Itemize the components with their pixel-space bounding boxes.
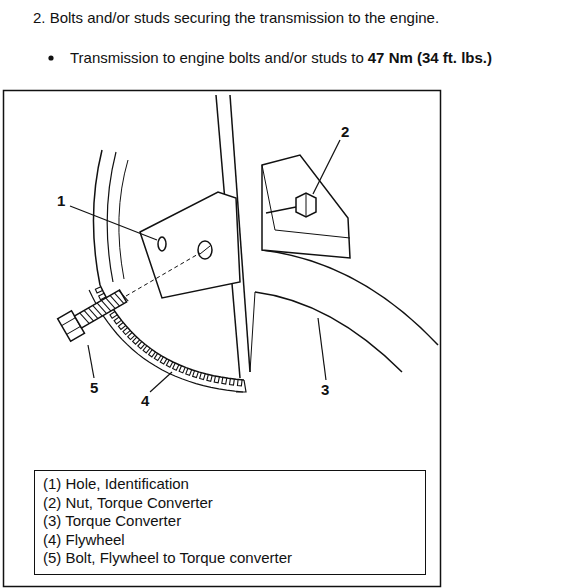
bolt-hole [200, 246, 210, 254]
converter-lug [262, 165, 350, 238]
callout-number: 4 [140, 393, 150, 409]
bullet-dot [48, 55, 53, 60]
legend-entry: (4) Flywheel [43, 531, 417, 550]
step-heading: 2. Bolts and/or studs securing the trans… [33, 9, 439, 27]
torque-converter-shell [250, 292, 255, 372]
legend-entry: (1) Hole, Identification [43, 475, 417, 494]
callout-number: 5 [89, 380, 99, 396]
converter-stud [266, 207, 296, 213]
leader-line [318, 318, 326, 380]
leader-line [150, 372, 172, 392]
torque-converter-nut [306, 193, 307, 217]
flywheel-rim [107, 152, 116, 282]
torque-converter-shell [255, 292, 402, 372]
torque-value: 47 Nm (34 ft. lbs.) [368, 49, 492, 66]
legend-entry: (5) Bolt, Flywheel to Torque converter [43, 549, 417, 568]
leader-line [313, 140, 340, 194]
torque-converter-nut [296, 193, 316, 217]
callout-number: 2 [340, 124, 350, 140]
legend-box: (1) Hole, Identification(2) Nut, Torque … [34, 470, 426, 575]
converter-lug [262, 155, 350, 258]
callout-number: 1 [56, 193, 66, 209]
flywheel-bolt [58, 284, 132, 342]
torque-converter-shell [262, 250, 438, 345]
identification-hole [158, 237, 166, 251]
spec-text: Transmission to engine bolts and/or stud… [70, 49, 364, 66]
torque-spec: Transmission to engine bolts and/or stud… [70, 49, 492, 67]
leader-line [70, 206, 157, 240]
legend-entry: (2) Nut, Torque Converter [43, 494, 417, 513]
leader-line [88, 345, 94, 378]
legend-entry: (3) Torque Converter [43, 512, 417, 531]
bolt-hole [198, 241, 212, 259]
flywheel-rim [119, 160, 128, 279]
alignment-line [126, 253, 200, 296]
flywheel-tab [140, 192, 240, 298]
figure-frame [4, 91, 441, 587]
callout-number: 3 [320, 382, 330, 398]
